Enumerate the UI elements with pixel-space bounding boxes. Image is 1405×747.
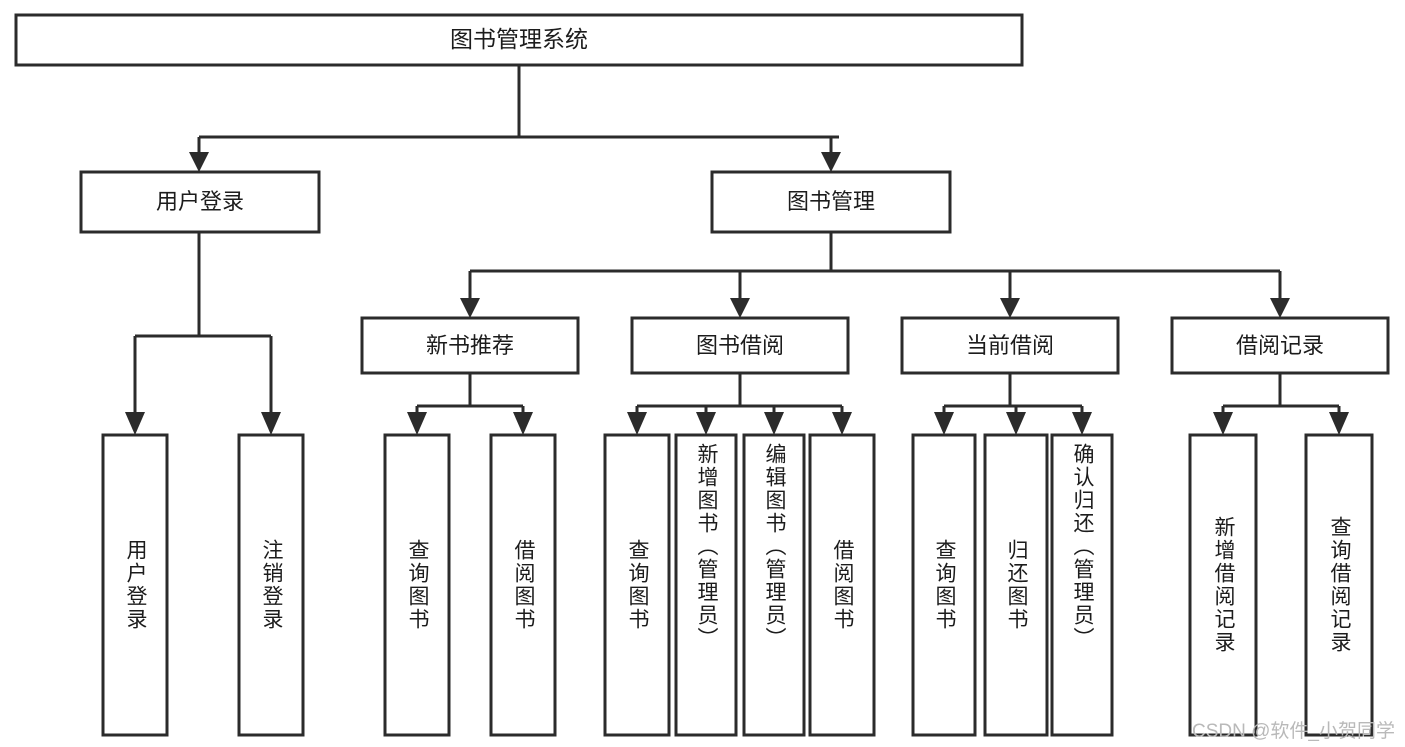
node-user-login-box[interactable] xyxy=(79,170,321,234)
node-book-management[interactable]: 图书管理 xyxy=(710,170,952,234)
node-book-borrow-label: 图书借阅 xyxy=(696,333,784,358)
arrowhead-book-mgmt xyxy=(821,152,841,172)
node-borrow-record-box[interactable] xyxy=(1170,316,1390,375)
arrowhead-leaf-cb2 xyxy=(1006,412,1026,435)
node-new-book-recommend-box[interactable] xyxy=(360,316,580,375)
leaf-box-nb-borrow[interactable] xyxy=(489,433,557,737)
node-new-book-recommend-label: 新书推荐 xyxy=(426,333,514,358)
arrowhead-leaf-bb2 xyxy=(696,412,716,435)
leaf-box-bb-edit[interactable] xyxy=(742,433,806,737)
leaf-box-br-add[interactable] xyxy=(1188,433,1258,737)
arrowhead-leaf-cb3 xyxy=(1072,412,1092,435)
arrowhead-borrow-record xyxy=(1270,298,1290,318)
arrowhead-book-borrow xyxy=(730,298,750,318)
arrowhead-user-login xyxy=(189,152,209,172)
arrowhead-leaf-br2 xyxy=(1329,412,1349,435)
leaf-box-bb-add[interactable] xyxy=(674,433,738,737)
leaf-box-bb-query[interactable] xyxy=(603,433,671,737)
leaf-box-user-login[interactable] xyxy=(101,433,169,737)
node-book-borrow-box[interactable] xyxy=(630,316,850,375)
arrowhead-leaf-logout xyxy=(261,412,281,435)
arrowhead-group xyxy=(125,152,1349,435)
leaf-box-br-query[interactable] xyxy=(1304,433,1374,737)
leaf-box-nb-query[interactable] xyxy=(383,433,451,737)
leaf-box-logout[interactable] xyxy=(237,433,305,737)
arrowhead-leaf-br1 xyxy=(1213,412,1233,435)
node-book-management-box[interactable] xyxy=(710,170,952,234)
node-book-borrow[interactable]: 图书借阅 xyxy=(630,316,850,375)
arrowhead-current-borrow xyxy=(1000,298,1020,318)
node-borrow-record[interactable]: 借阅记录 xyxy=(1170,316,1390,375)
node-user-login[interactable]: 用户登录 xyxy=(79,170,321,234)
leaf-box-group xyxy=(101,433,1374,737)
arrowhead-leaf-cb1 xyxy=(934,412,954,435)
node-book-management-label: 图书管理 xyxy=(787,189,875,214)
node-root-label: 图书管理系统 xyxy=(450,26,588,52)
node-root[interactable]: 图书管理系统 xyxy=(14,13,1024,67)
arrowhead-new-book xyxy=(460,298,480,318)
arrowhead-leaf-bb1 xyxy=(627,412,647,435)
node-user-login-label: 用户登录 xyxy=(156,189,244,214)
node-current-borrow[interactable]: 当前借阅 xyxy=(900,316,1120,375)
node-current-borrow-label: 当前借阅 xyxy=(966,333,1054,358)
node-current-borrow-box[interactable] xyxy=(900,316,1120,375)
node-new-book-recommend[interactable]: 新书推荐 xyxy=(360,316,580,375)
leaf-box-bb-borrow[interactable] xyxy=(808,433,876,737)
leaf-box-cb-return[interactable] xyxy=(983,433,1049,737)
leaf-box-cb-query[interactable] xyxy=(911,433,977,737)
node-root-box[interactable] xyxy=(14,13,1024,67)
arrowhead-leaf-user-login xyxy=(125,412,145,435)
arrowhead-leaf-nb1 xyxy=(407,412,427,435)
arrowhead-leaf-nb2 xyxy=(513,412,533,435)
leaf-box-cb-confirm[interactable] xyxy=(1050,433,1114,737)
arrowhead-leaf-bb3 xyxy=(764,412,784,435)
node-borrow-record-label: 借阅记录 xyxy=(1236,333,1324,358)
arrowhead-leaf-bb4 xyxy=(832,412,852,435)
